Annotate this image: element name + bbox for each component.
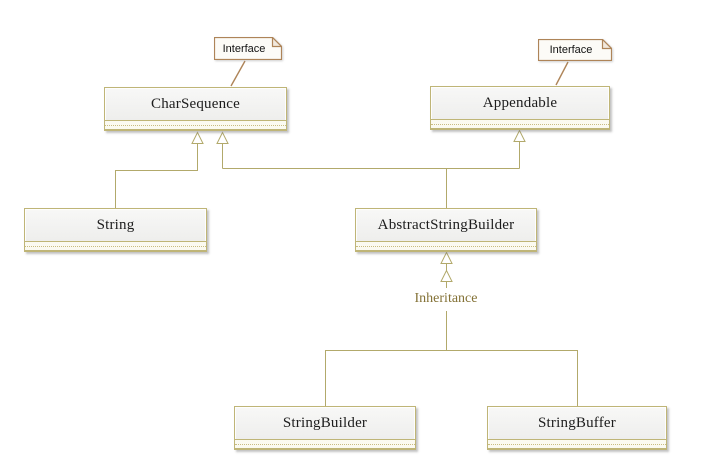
class-name: String [96, 216, 135, 233]
class-string[interactable]: String [24, 208, 207, 252]
hollow-triangle-arrowhead [513, 129, 526, 142]
class-charsequence[interactable]: CharSequence [104, 87, 287, 131]
empty-members-compartment [431, 119, 609, 129]
hollow-triangle-arrowhead [191, 131, 204, 144]
note-connectors [230, 60, 569, 87]
compartment-divider [235, 444, 415, 445]
generalization-abstractstringbuilder-interfaces [216, 129, 526, 208]
hollow-triangle-arrowhead [440, 251, 453, 264]
hollow-triangle-arrowhead [216, 131, 229, 144]
class-stringbuilder[interactable]: StringBuilder [234, 406, 416, 450]
class-appendable[interactable]: Appendable [430, 86, 610, 130]
empty-members-compartment [488, 439, 666, 449]
class-name: CharSequence [150, 95, 241, 112]
compartment-divider [356, 246, 536, 247]
class-name: StringBuilder [282, 414, 368, 431]
note-text: Interface [222, 42, 266, 55]
empty-members-compartment [25, 241, 206, 251]
empty-members-compartment [105, 120, 286, 130]
generalization-string-charsequence [115, 131, 204, 208]
compartment-divider [105, 125, 286, 126]
generalization-builders-abstractstringbuilder [325, 251, 578, 406]
compartment-divider [488, 444, 666, 445]
note-connector-right [555, 61, 569, 86]
interface-note-appendable[interactable]: Interface [538, 39, 612, 61]
compartment-divider [25, 246, 206, 247]
class-name: Appendable [482, 94, 558, 111]
hollow-triangle-arrowhead [440, 269, 453, 282]
empty-members-compartment [235, 439, 415, 449]
note-connector-left [230, 60, 246, 87]
compartment-divider [431, 124, 609, 125]
class-stringbuffer[interactable]: StringBuffer [487, 406, 667, 450]
interface-note-charsequence[interactable]: Interface [214, 37, 282, 60]
note-text: Interface [549, 44, 593, 56]
empty-members-compartment [356, 241, 536, 251]
inheritance-label: Inheritance [376, 291, 516, 307]
class-abstractstringbuilder[interactable]: AbstractStringBuilder [355, 208, 537, 252]
class-name: StringBuffer [538, 414, 616, 431]
class-name: AbstractStringBuilder [377, 216, 515, 233]
